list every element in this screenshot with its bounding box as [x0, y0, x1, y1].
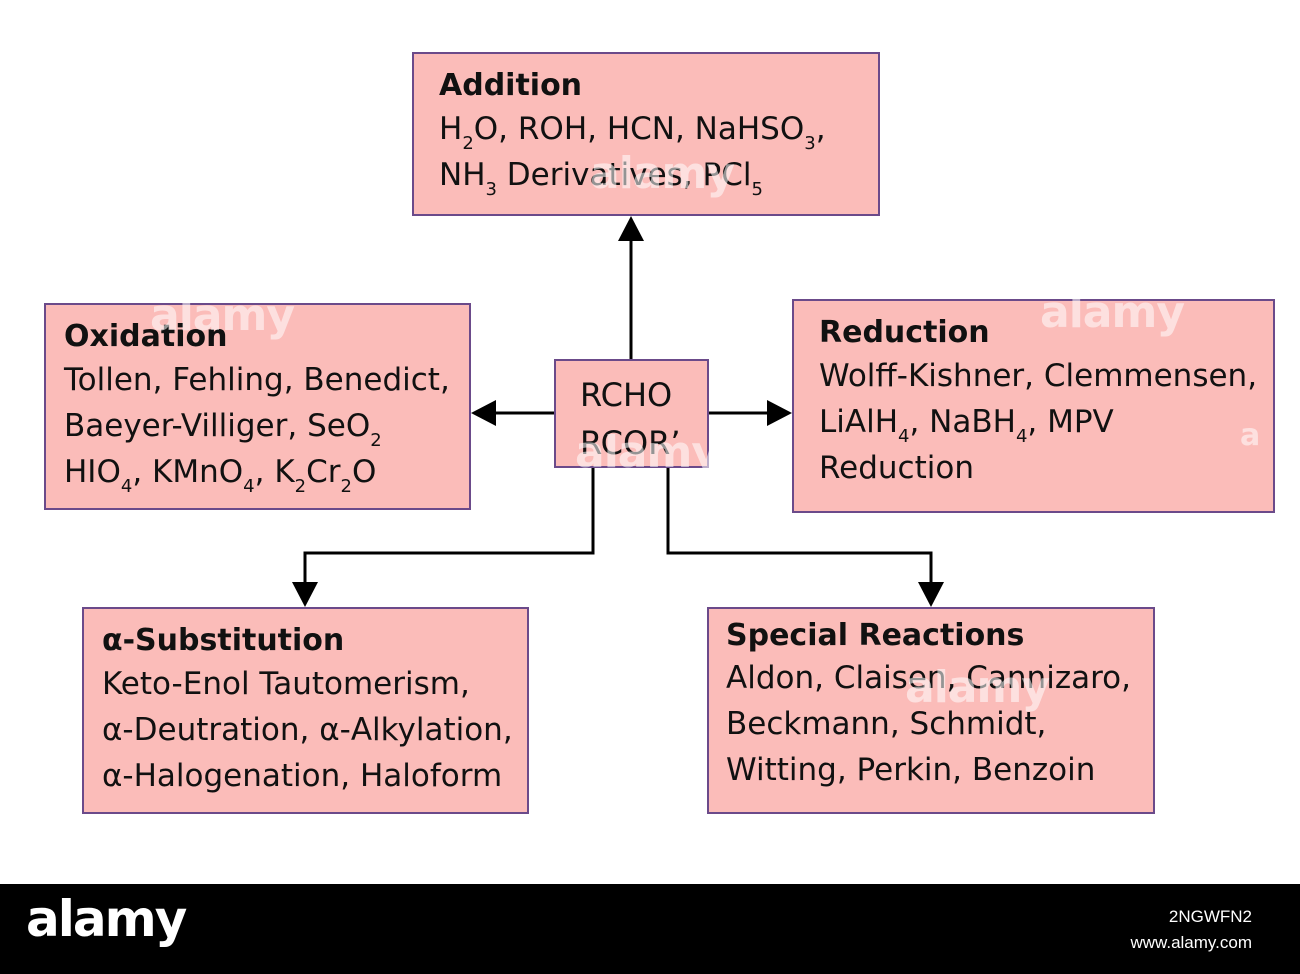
- watermark-text: alamy: [575, 427, 720, 478]
- footer-info: 2NGWFN2 www.alamy.com: [1130, 904, 1252, 956]
- oxidation-reagents-line-2: Baeyer-Villiger, SeO2: [64, 408, 382, 451]
- special-reactions-line-2: Beckmann, Schmidt,: [726, 706, 1047, 742]
- arrowhead-oxidation: [471, 400, 496, 426]
- reduction-reagents-line-3: Reduction: [819, 450, 974, 486]
- addition-reagents-line-2: NH3 Derivatives, PCl5: [439, 157, 763, 200]
- watermark-text: alamy: [1040, 287, 1185, 338]
- oxidation-reagents-line-1: Tollen, Fehling, Benedict,: [64, 362, 450, 398]
- reduction-reagents-line-2: LiAlH4, NaBH4, MPV: [819, 404, 1114, 447]
- substitution-box: α-Substitution Keto-Enol Tautomerism, α-…: [82, 607, 529, 814]
- reduction-title: Reduction: [819, 315, 990, 350]
- special-reactions-box: Special Reactions Aldon, Claisen, Canniz…: [707, 607, 1155, 814]
- connector-to-substitution: [303, 468, 595, 583]
- substitution-reagents-line-1: Keto-Enol Tautomerism,: [102, 666, 470, 702]
- watermark-text: alamy: [905, 662, 1050, 713]
- center-compound-box: RCHO RCOR’: [554, 359, 709, 468]
- substitution-reagents-line-3: α-Halogenation, Haloform: [102, 758, 503, 794]
- oxidation-reagents-line-3: HIO4, KMnO4, K2Cr2O: [64, 454, 377, 497]
- footer-image-id: 2NGWFN2: [1168, 907, 1252, 926]
- watermark-text: alamy: [150, 290, 295, 341]
- oxidation-box: Oxidation Tollen, Fehling, Benedict, Bae…: [44, 303, 471, 510]
- addition-box: Addition H2O, ROH, HCN, NaHSO3, NH3 Deri…: [412, 52, 880, 216]
- connector-to-special: [666, 468, 933, 583]
- arrowhead-substitution: [292, 582, 318, 607]
- oxidation-title: Oxidation: [64, 319, 228, 354]
- footer-url: www.alamy.com: [1130, 933, 1252, 952]
- center-ketone-label: RCOR’: [580, 424, 681, 462]
- special-reactions-title: Special Reactions: [726, 618, 1025, 653]
- center-aldehyde-label: RCHO: [580, 376, 673, 414]
- special-reactions-line-3: Witting, Perkin, Benzoin: [726, 752, 1096, 788]
- arrowhead-special: [918, 582, 944, 607]
- special-reactions-line-1: Aldon, Claisen, Cannizaro,: [726, 660, 1131, 696]
- addition-reagents-line-1: H2O, ROH, HCN, NaHSO3,: [439, 111, 826, 154]
- addition-title: Addition: [439, 68, 583, 103]
- footer-logo: alamy: [26, 890, 187, 948]
- substitution-reagents-line-2: α-Deutration, α-Alkylation,: [102, 712, 513, 748]
- arrowhead-reduction: [767, 400, 792, 426]
- arrowhead-addition: [618, 216, 644, 241]
- watermark-text: alamy: [590, 148, 735, 199]
- reduction-box: Reduction Wolff-Kishner, Clemmensen, LiA…: [792, 299, 1275, 513]
- watermark-mark: a: [1240, 418, 1260, 453]
- substitution-title: α-Substitution: [102, 623, 345, 658]
- footer-bar: alamy 2NGWFN2 www.alamy.com: [0, 884, 1300, 974]
- reduction-reagents-line-1: Wolff-Kishner, Clemmensen,: [819, 358, 1258, 394]
